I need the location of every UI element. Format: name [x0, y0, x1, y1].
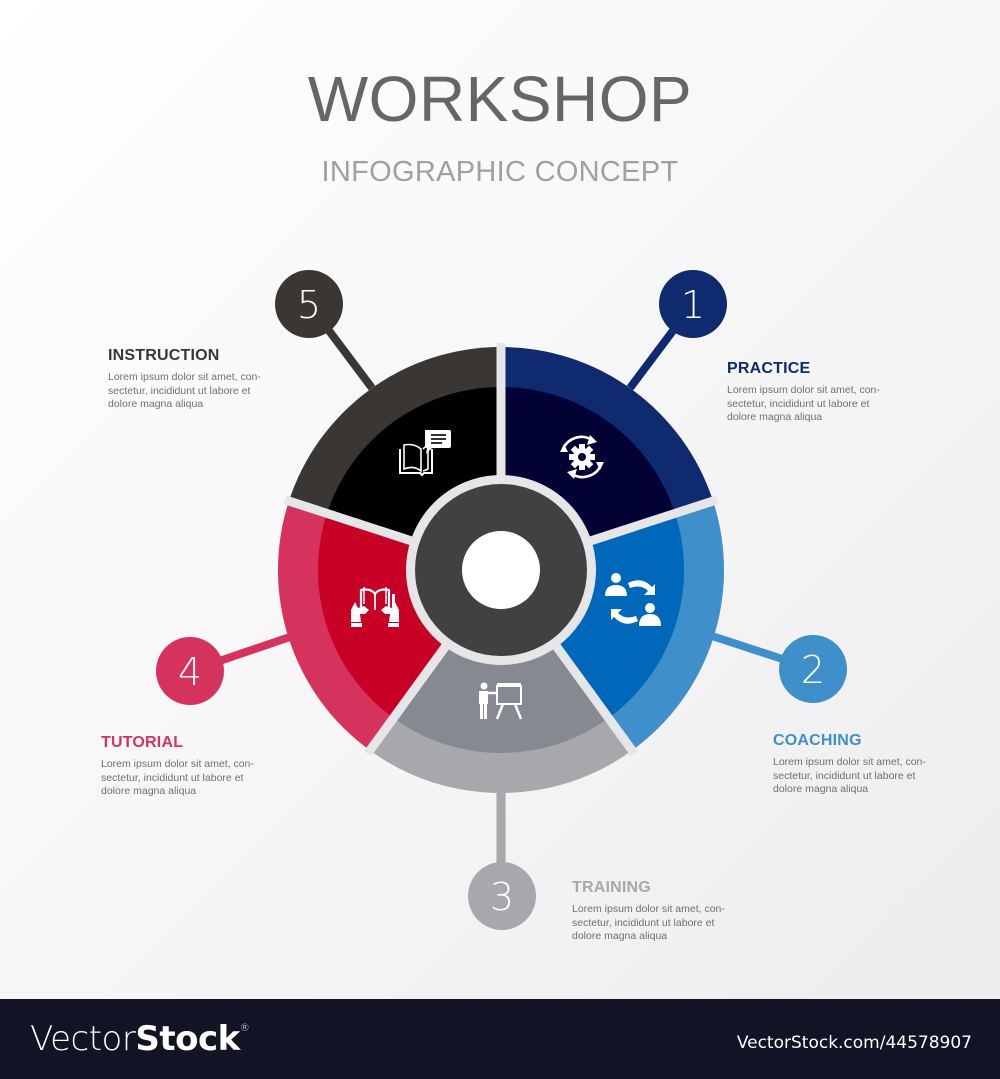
badge-3: 3	[468, 862, 536, 930]
vectorstock-logo: VectorStock®	[30, 1019, 250, 1059]
book-speech-icon	[399, 430, 451, 477]
badge-1: 1	[659, 270, 727, 338]
callout-training: TRAINING Lorem ipsum dolor sit amet, con…	[572, 879, 772, 944]
footer-bar: VectorStock® VectorStock.com/44578907	[0, 999, 1000, 1079]
callout-text: Lorem ipsum dolor sit amet, con-sectetur…	[101, 758, 254, 797]
badge-2: 2	[779, 635, 847, 703]
callout-text: Lorem ipsum dolor sit amet, con-sectetur…	[108, 371, 261, 410]
callout-title: TRAINING	[572, 879, 651, 896]
badge-5: 5	[275, 270, 343, 338]
page-title: WORKSHOP	[307, 63, 693, 135]
callout-tutorial: TUTORIAL Lorem ipsum dolor sit amet, con…	[101, 734, 301, 799]
workshop-wheel-diagram: 1 2 3 4 5	[156, 270, 847, 930]
hub-center	[462, 531, 540, 609]
gear-cycle-icon	[560, 435, 604, 479]
number-badges: 1 2 3 4 5	[156, 270, 847, 930]
callout-title: INSTRUCTION	[108, 347, 220, 364]
callout-text: Lorem ipsum dolor sit amet, con-sectetur…	[727, 384, 880, 423]
callout-title: COACHING	[773, 732, 862, 749]
callout-title: TUTORIAL	[101, 734, 184, 751]
callout-text: Lorem ipsum dolor sit amet, con-sectetur…	[572, 903, 725, 942]
callout-instruction: INSTRUCTION Lorem ipsum dolor sit amet, …	[108, 347, 308, 412]
svg-text:5: 5	[297, 283, 321, 327]
callout-title: PRACTICE	[727, 360, 811, 377]
people-exchange-icon	[605, 573, 661, 626]
svg-text:2: 2	[801, 648, 825, 692]
callout-practice: PRACTICE Lorem ipsum dolor sit amet, con…	[727, 360, 927, 425]
badge-4: 4	[156, 637, 224, 705]
callout-text: Lorem ipsum dolor sit amet, con-sectetur…	[773, 756, 926, 795]
stock-id-link[interactable]: VectorStock.com/44578907	[736, 1033, 972, 1053]
hands-book-icon	[351, 587, 399, 627]
svg-text:3: 3	[490, 875, 514, 919]
callout-coaching: COACHING Lorem ipsum dolor sit amet, con…	[773, 732, 973, 797]
svg-text:4: 4	[178, 650, 202, 694]
presenter-board-icon	[479, 682, 523, 720]
svg-text:1: 1	[681, 283, 705, 327]
page-subtitle: INFOGRAPHIC CONCEPT	[321, 156, 679, 188]
